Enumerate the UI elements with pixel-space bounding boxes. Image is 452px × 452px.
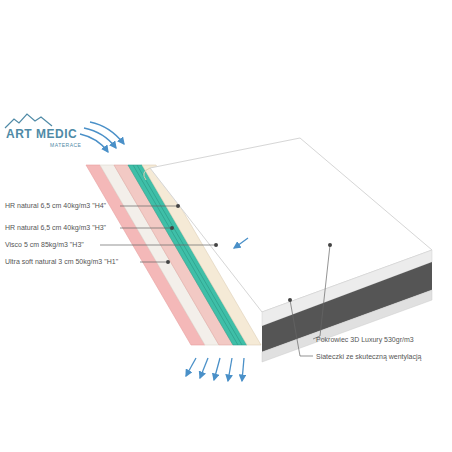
ventilation-label: Siateczki ze skuteczną wentylacją: [316, 353, 421, 360]
layer-label: Visco 5 cm 85kg/m3 "H3": [5, 241, 84, 248]
brand-subtitle: MATERACE: [50, 143, 81, 148]
brand-logo: ART MEDIC: [6, 128, 77, 140]
layer-label: Ultra soft natural 3 cm 50kg/m3 "H1": [5, 258, 118, 265]
cover-label: Pokrowiec 3D Luxury 530gr/m3: [316, 336, 414, 343]
layer-label: HR natural 6,5 cm 40kg/m3 "H3": [5, 224, 106, 231]
layer-label: HR natural 6,5 cm 40kg/m3 "H4": [5, 202, 106, 209]
